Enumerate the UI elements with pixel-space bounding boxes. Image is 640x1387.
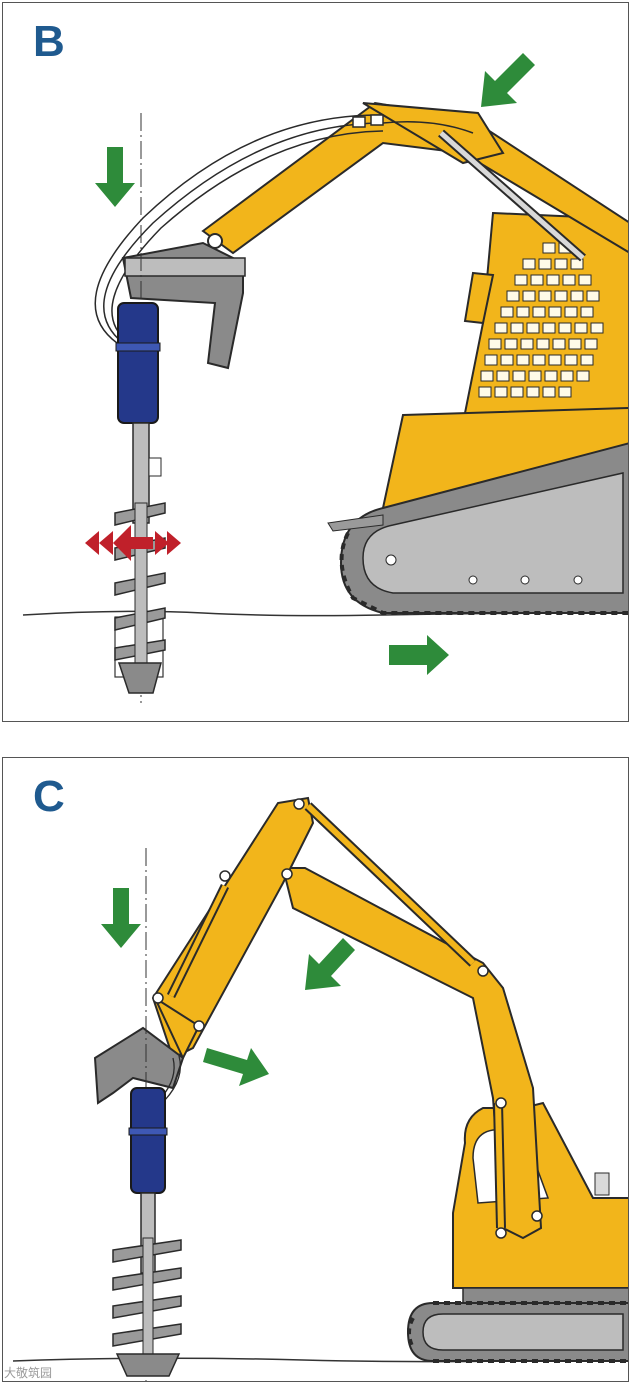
down-arrow-icon xyxy=(95,147,135,207)
auger-core xyxy=(134,502,148,674)
track-roller xyxy=(573,575,583,585)
loader-grille xyxy=(478,242,604,398)
auger-motor xyxy=(130,1087,166,1194)
watermark: 大敬筑园 xyxy=(4,1366,53,1380)
pivot-pins xyxy=(152,798,543,1239)
track-wheel xyxy=(385,554,397,566)
loader-skid xyxy=(327,514,384,532)
loader-handle xyxy=(463,271,495,325)
right-arrow-icon xyxy=(389,635,449,675)
panel-label-b: B xyxy=(33,17,65,66)
loader-lower-body xyxy=(381,407,628,510)
track-loader xyxy=(327,211,628,615)
stick-cylinder-rod xyxy=(305,803,476,966)
sideload-arrows xyxy=(85,525,181,561)
excavator-track-treads xyxy=(407,1301,628,1363)
panel-c: C xyxy=(2,757,629,1382)
panel-b-illustration xyxy=(22,53,628,703)
loader-track-inner xyxy=(362,472,624,594)
panel-label-c: C xyxy=(33,772,65,821)
track-roller xyxy=(468,575,478,585)
shaft-pin xyxy=(148,457,162,477)
bucket-cylinder-rod xyxy=(168,884,228,998)
loader-track-treads xyxy=(339,532,628,615)
auger-core xyxy=(142,1237,154,1359)
motor-band xyxy=(128,1127,168,1136)
boom-cylinder-rod xyxy=(495,1102,504,1229)
lift-cylinder-rod xyxy=(439,131,585,260)
track-roller xyxy=(520,575,530,585)
loader-lift-arm-upper xyxy=(362,102,505,165)
panel-b: B xyxy=(2,2,629,722)
motor-band xyxy=(115,342,161,352)
down-right-arrow-icon xyxy=(203,1048,269,1086)
excavator xyxy=(406,1101,628,1363)
auger-mount-bracket xyxy=(93,1026,185,1105)
panel-c-illustration xyxy=(12,796,628,1381)
down-left-arrow-icon xyxy=(481,53,535,107)
mount-plate xyxy=(124,257,246,277)
down-left-arrow-icon xyxy=(305,938,355,990)
hydraulic-hoses xyxy=(94,114,474,344)
auger-bit xyxy=(115,1353,181,1377)
bucket-linkage xyxy=(152,995,201,1061)
excavator-track-inner xyxy=(422,1313,624,1351)
exhaust xyxy=(594,1172,610,1196)
down-arrow-icon xyxy=(101,888,141,948)
auger-motor xyxy=(117,302,159,424)
auger-bit xyxy=(117,662,162,694)
hose-couplings xyxy=(352,114,384,128)
